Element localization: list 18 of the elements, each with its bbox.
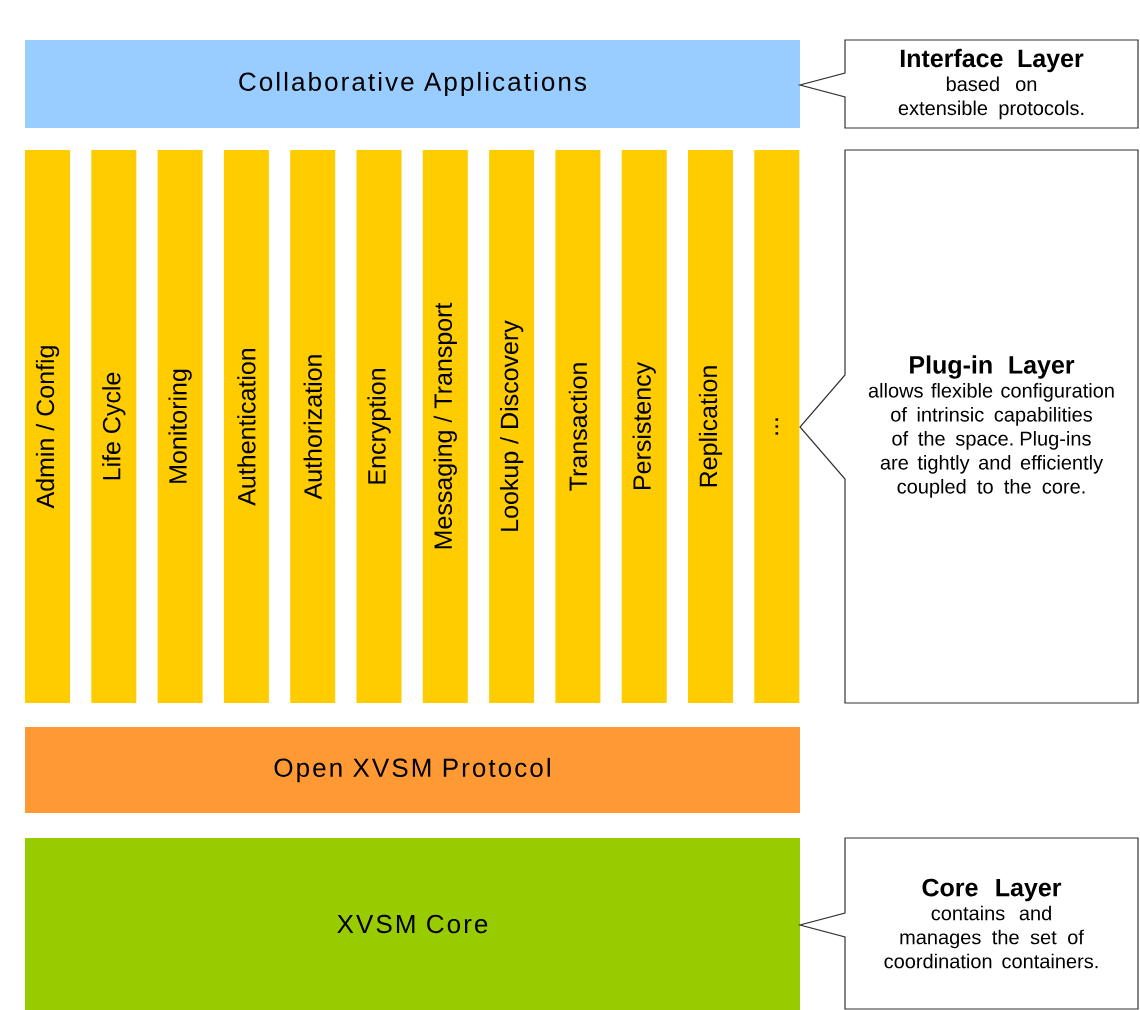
plugin-bar: Monitoring (157, 150, 203, 703)
plugin-bar: ... (754, 150, 800, 703)
layer-box: Collaborative Applications (25, 40, 800, 128)
plugin-bar: Messaging / Transport (422, 150, 468, 703)
plugin-bar: Replication (688, 150, 733, 703)
layer-box: XVSM Core (25, 838, 800, 1010)
callout-box: Plug-in Layer allows flexible configuration of intrinsic capabilities of the space. Plug-ins are tightly and efficiently coupled to the core. (799, 149, 1139, 704)
plugin-bar: Authentication (223, 150, 269, 703)
plugin-bar: Lookup / Discovery (489, 150, 535, 703)
plugin-bar: Admin / Config (25, 150, 70, 703)
plugin-bar: Authorization (290, 150, 336, 703)
plugin-bar: Transaction (555, 150, 601, 703)
plugin-bar: Life Cycle (91, 150, 137, 703)
callout-box: Interface Layer based on extensible protocols. (797, 39, 1139, 129)
layer-box: Open XVSM Protocol (25, 727, 800, 813)
plugin-bar: Encryption (356, 150, 402, 703)
plugin-bar: Persistency (621, 150, 667, 703)
callout-box: Core Layer contains and manages the set of coordination containers. (797, 837, 1139, 1010)
